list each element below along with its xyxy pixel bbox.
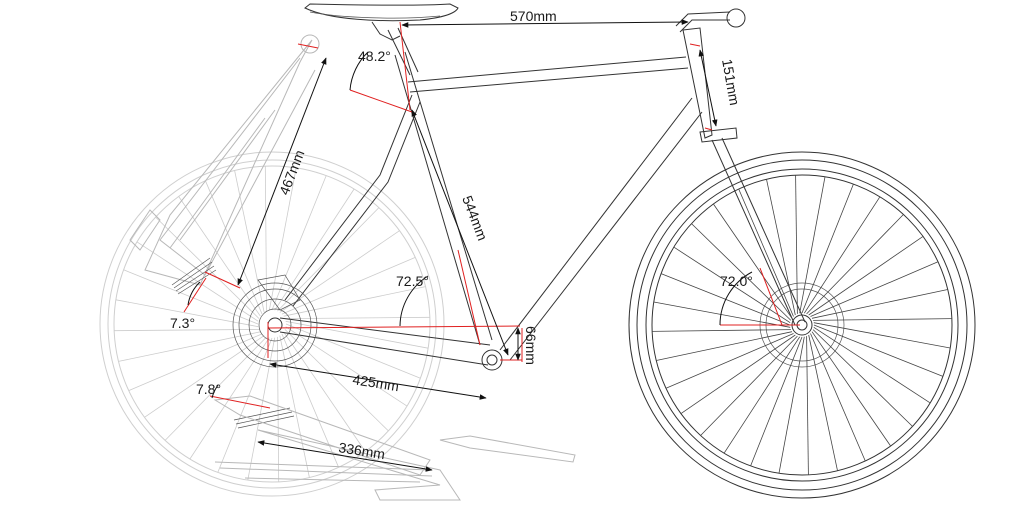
dimension-lines xyxy=(237,19,718,472)
front-wheel xyxy=(628,151,976,499)
spoke xyxy=(123,269,259,325)
lower-angle-label: 7.8° xyxy=(196,381,221,397)
spoke xyxy=(795,175,798,314)
spoke xyxy=(723,336,801,454)
seat-stay-label: 467mm xyxy=(276,148,308,197)
spoke xyxy=(285,326,408,407)
spoke xyxy=(778,336,805,474)
spoke xyxy=(813,324,944,377)
spoke xyxy=(766,179,796,316)
spoke xyxy=(713,203,793,319)
spoke xyxy=(810,333,866,462)
ghost-folded-bottom xyxy=(213,395,576,501)
spoke xyxy=(115,299,259,328)
spoke xyxy=(803,196,881,314)
spoke xyxy=(799,176,826,314)
spoke xyxy=(656,331,793,361)
spoke xyxy=(128,333,263,391)
spoke xyxy=(283,286,426,317)
spoke xyxy=(811,331,891,447)
spoke xyxy=(205,180,263,315)
spoke xyxy=(274,188,355,311)
seat-angle-top-label: 48.2° xyxy=(358,48,391,64)
spoke xyxy=(738,188,794,317)
spoke xyxy=(217,337,273,473)
spoke xyxy=(813,322,951,349)
seat-tube-angle-label: 72.5° xyxy=(396,273,429,289)
spoke xyxy=(811,289,948,319)
spoke xyxy=(114,329,260,332)
spoke xyxy=(813,318,952,321)
rear-drop-angle-label: 7.3° xyxy=(170,315,195,331)
spoke xyxy=(700,335,798,436)
spoke xyxy=(653,301,791,328)
spoke xyxy=(673,246,791,324)
spoke xyxy=(285,320,429,349)
spoke xyxy=(247,337,276,481)
spoke xyxy=(277,336,280,482)
spoke xyxy=(118,331,261,362)
spoke xyxy=(264,166,267,312)
spoke xyxy=(812,329,913,427)
angle-labels: 48.2° 72.5° 72.0° 7.3° 7.8° xyxy=(170,48,753,397)
spoke xyxy=(813,326,931,404)
seat-tube-label: 544mm xyxy=(459,193,491,242)
spoke xyxy=(665,333,794,389)
spoke xyxy=(178,196,261,317)
spoke xyxy=(801,183,854,314)
spoke xyxy=(808,334,838,471)
top-tube-label: 570mm xyxy=(510,8,557,24)
spoke xyxy=(279,335,310,478)
ghost-cassette-lower xyxy=(171,257,295,429)
spoke xyxy=(271,175,327,311)
head-tube-label: 151mm xyxy=(719,58,743,107)
spoke xyxy=(144,335,265,418)
dimension-labels: 570mm 151mm 467mm 544mm 425mm 66mm 336mm xyxy=(276,8,743,462)
spoke xyxy=(810,261,939,317)
spoke xyxy=(281,257,416,315)
angle-arcs xyxy=(187,51,753,399)
head-tube-angle-label: 72.0° xyxy=(720,273,753,289)
spoke xyxy=(806,336,809,475)
spoke xyxy=(808,236,924,316)
folded-length-label: 336mm xyxy=(338,439,387,462)
spoke xyxy=(750,336,803,467)
spoke xyxy=(806,214,904,315)
bb-drop-label: 66mm xyxy=(523,326,539,365)
spoke xyxy=(680,334,796,414)
spoke xyxy=(284,316,430,319)
chainstay-label: 425mm xyxy=(352,371,401,394)
spoke xyxy=(652,329,791,332)
